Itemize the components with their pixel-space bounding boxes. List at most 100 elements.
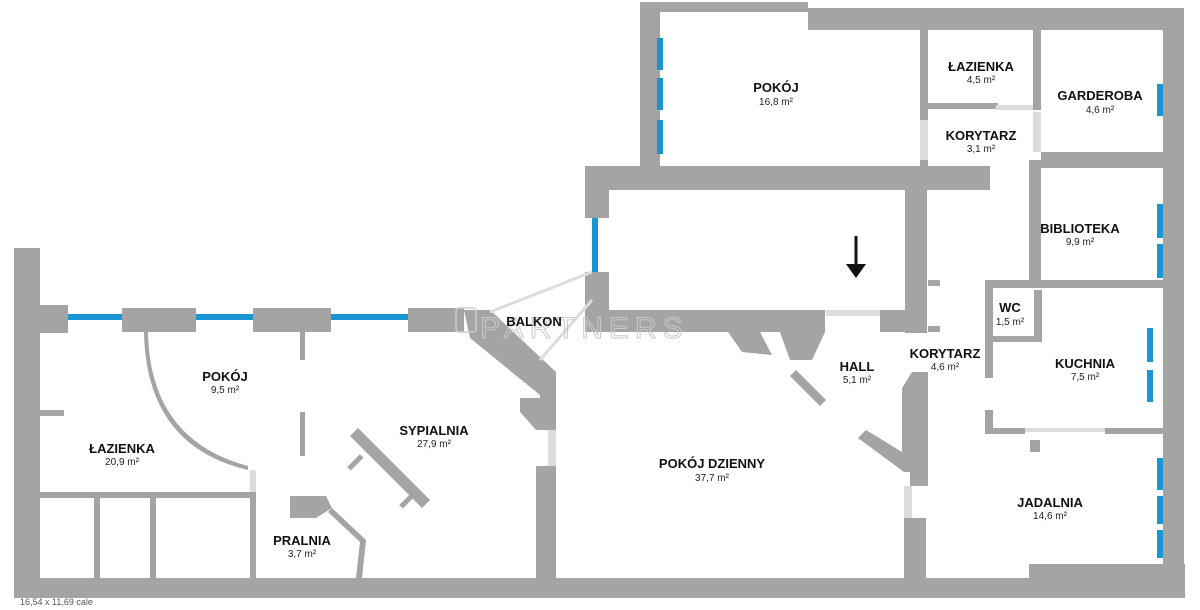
window-biblioteka-1	[1157, 204, 1163, 238]
wall-bottom-outer	[14, 578, 1029, 598]
wall-balkon-diag-left	[464, 310, 556, 395]
door-gap-pralnia	[250, 470, 256, 492]
wall-top-left	[640, 2, 660, 167]
room-area-pokoj-dzienny: 37,7 m²	[695, 473, 730, 484]
room-area-korytarz-mid: 4,6 m²	[931, 362, 960, 373]
window-balkon	[592, 218, 598, 272]
wall-wardrobe-tab-1	[347, 454, 364, 471]
room-area-garderoba: 4,6 m²	[1086, 105, 1115, 116]
window-jadalnia-2	[1157, 496, 1163, 524]
wall-korytarz-stub-1	[928, 280, 940, 286]
room-area-pralnia: 3,7 m²	[288, 549, 317, 560]
watermark-logo-box	[455, 307, 477, 333]
balkon-rail-2	[538, 299, 594, 361]
window-garderoba	[1157, 84, 1163, 116]
wall-pokoj-right	[300, 332, 305, 360]
door-gap-hall	[826, 310, 880, 316]
room-area-pokoj-top: 16,8 m²	[759, 97, 794, 108]
windows	[68, 38, 1163, 558]
room-name-biblioteka: BIBLIOTEKA	[1040, 221, 1120, 236]
wall-mid-bottom-2	[880, 310, 910, 332]
wall-pokoj-right-2	[300, 412, 305, 456]
wall-wc-right	[1034, 290, 1042, 342]
wall-pokoj-curve	[144, 332, 248, 470]
wall-right-outer	[1163, 8, 1184, 598]
window-left-1	[68, 314, 122, 320]
wall-mid-band-right	[905, 185, 927, 333]
wall-hall-diag-1	[790, 370, 826, 406]
window-left-3	[331, 314, 408, 320]
window-kuchnia-2	[1147, 370, 1153, 402]
room-name-korytarz-top: KORYTARZ	[946, 128, 1017, 143]
wall-dzienny-left-upper	[540, 395, 556, 430]
door-gap-korytarz-right	[1033, 112, 1041, 152]
wall-pokoj-top-right	[920, 28, 928, 166]
room-area-wc: 1,5 m²	[996, 317, 1025, 328]
room-name-wc: WC	[999, 300, 1021, 315]
wall-lazienka-stall-2	[150, 492, 156, 578]
wall-kuchnia-bottom-2	[1105, 428, 1163, 434]
scale-footnote: 16,54 x 11,69 cale	[20, 597, 93, 607]
room-name-hall: HALL	[840, 359, 875, 374]
wall-garderoba-bottom	[1041, 152, 1163, 160]
wall-pralnia-left	[250, 492, 256, 578]
door-gap-korytarz-left	[920, 120, 928, 160]
room-name-kuchnia: KUCHNIA	[1055, 356, 1116, 371]
room-area-sypialnia: 27,9 m²	[417, 439, 452, 450]
watermark: PARTNERS	[455, 307, 689, 346]
window-pokoj-top-3	[657, 120, 663, 154]
room-name-sypialnia: SYPIALNIA	[399, 423, 469, 438]
room-area-korytarz-top: 3,1 m²	[967, 144, 996, 155]
wall-hall-pier-left	[728, 332, 772, 355]
entrance-arrow-icon	[846, 236, 866, 278]
wall-pier-3	[408, 308, 464, 332]
room-name-lazienka-left: ŁAZIENKA	[89, 441, 155, 456]
room-name-pokoj-left: POKÓJ	[202, 369, 248, 384]
door-gaps	[250, 105, 1105, 518]
room-area-lazienka-left: 20,9 m²	[105, 457, 140, 468]
wall-jadalnia-left-upper	[910, 472, 928, 486]
wall-biblioteka-bottom	[1041, 160, 1163, 168]
wall-lazienka-stall-1	[94, 492, 100, 578]
room-area-hall: 5,1 m²	[843, 375, 872, 386]
wall-pralnia-top	[290, 496, 332, 518]
wall-garderoba-left	[1033, 40, 1041, 110]
room-name-korytarz-mid: KORYTARZ	[910, 346, 981, 361]
wall-mid-band-left	[585, 166, 609, 218]
window-biblioteka-2	[1157, 244, 1163, 278]
wall-dzienny-left	[536, 466, 556, 578]
wall-pier-1	[122, 308, 196, 332]
room-name-pokoj-top: POKÓJ	[753, 80, 799, 95]
balkon-rails	[489, 270, 594, 361]
wall-lazienka-left-top	[40, 410, 64, 416]
room-name-pralnia: PRALNIA	[273, 533, 331, 548]
wall-wardrobe	[350, 428, 430, 508]
wall-mid-band-top	[585, 166, 990, 190]
wall-kuchnia-bottom-1	[985, 428, 1025, 434]
room-area-lazienka-top: 4,5 m²	[967, 75, 996, 86]
wall-pier-2	[253, 308, 331, 332]
wall-right-bottom	[1029, 564, 1185, 598]
walls	[14, 2, 1185, 598]
wall-pralnia-diag	[328, 508, 366, 578]
balkon-rail-1	[489, 270, 593, 314]
wall-hall-pier-mid	[780, 332, 825, 360]
wall-kuchnia-left-lower	[985, 410, 993, 434]
room-name-jadalnia: JADALNIA	[1017, 495, 1083, 510]
room-area-jadalnia: 14,6 m²	[1033, 511, 1068, 522]
wall-wc-left	[985, 280, 993, 378]
wall-top-outer	[640, 2, 808, 12]
room-area-kuchnia: 7,5 m²	[1071, 372, 1100, 383]
window-pokoj-top-1	[657, 38, 663, 70]
window-pokoj-top-2	[657, 78, 663, 110]
wall-korytarz-stub-2	[928, 326, 940, 332]
wall-left-outer	[14, 248, 40, 598]
wall-biblioteka-left	[1029, 160, 1041, 280]
wall-jadalnia-left	[904, 518, 926, 578]
room-labels: POKÓJ 16,8 m² ŁAZIENKA 4,5 m² GARDEROBA …	[89, 59, 1143, 560]
room-area-pokoj-left: 9,5 m²	[211, 385, 240, 396]
wall-lazienka-bottom	[928, 103, 998, 109]
door-gap-dzienny	[548, 430, 556, 466]
watermark-text: PARTNERS	[480, 312, 689, 345]
